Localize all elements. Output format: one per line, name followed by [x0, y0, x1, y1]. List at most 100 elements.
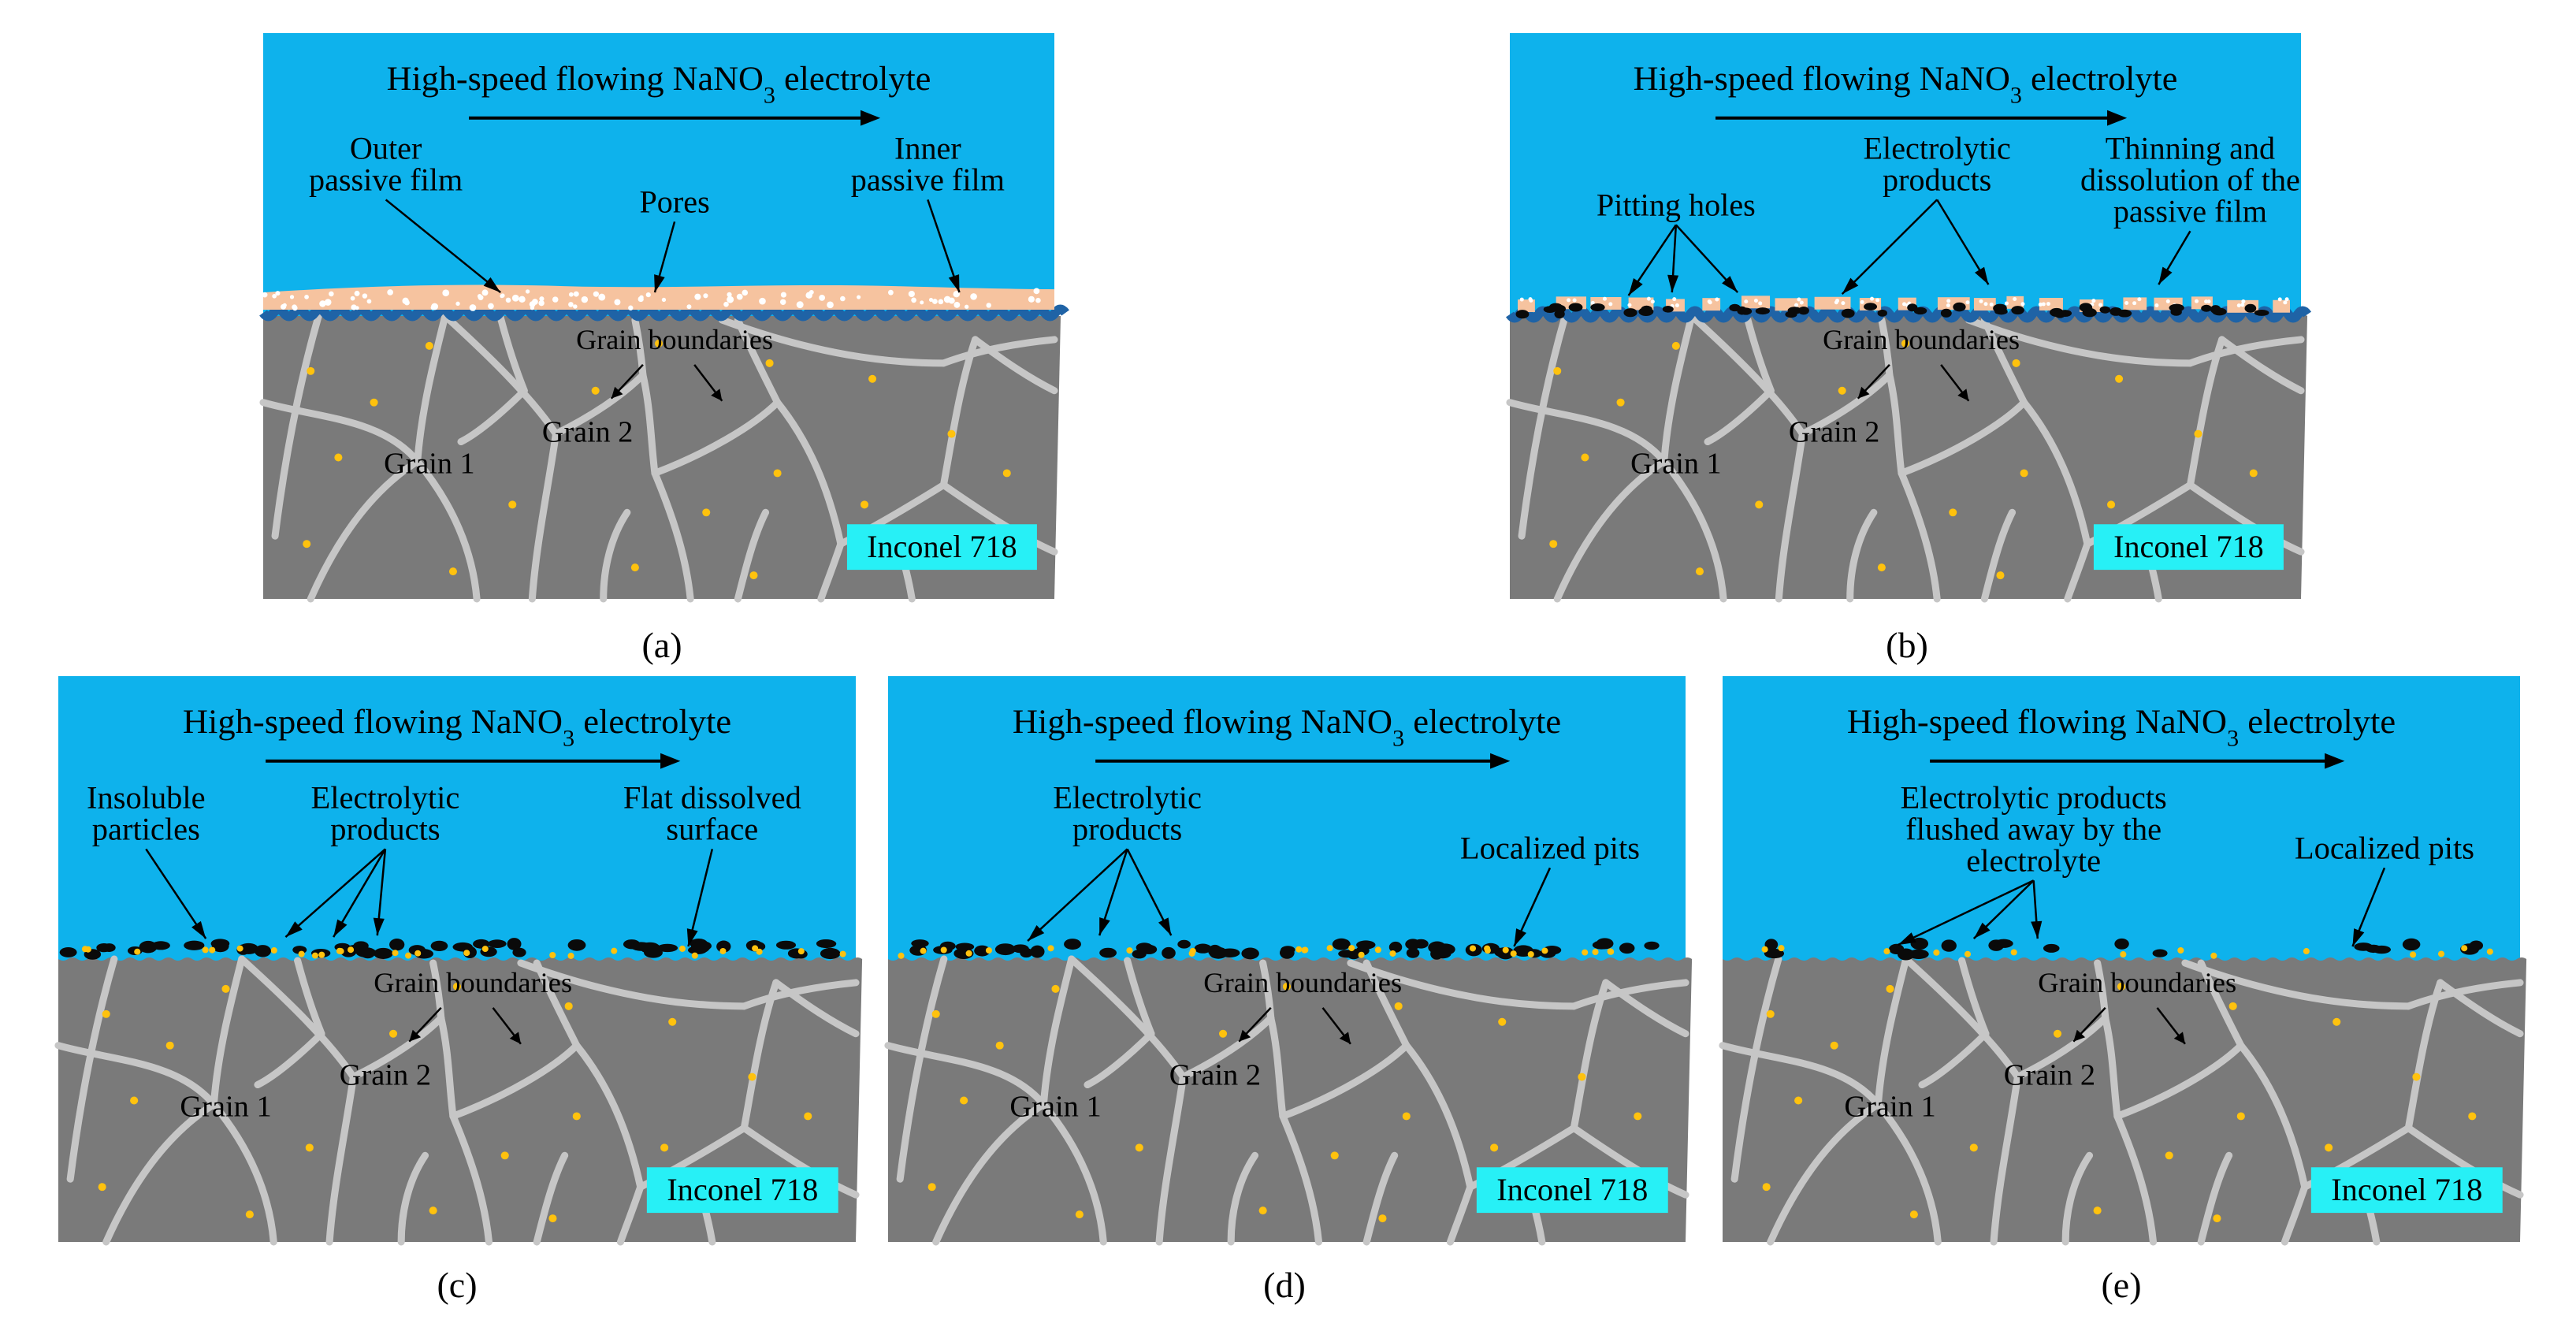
grain-boundary	[1155, 1073, 1187, 1246]
grain-boundary	[1660, 457, 1727, 603]
electrolytic-product	[1012, 944, 1029, 954]
grain-boundary	[1446, 1183, 1474, 1246]
precipitate-dot	[931, 1009, 940, 1018]
electrolytic-product	[1064, 939, 1081, 950]
grain-boundary	[2404, 1124, 2524, 1199]
pore	[1744, 299, 1749, 304]
pore	[1902, 302, 1907, 307]
grain-boundary	[1506, 399, 1668, 465]
precipitate-dot	[654, 339, 664, 348]
pore	[1860, 299, 1864, 304]
grain-boundary-arrow-head	[711, 389, 723, 401]
precipitate-dot	[927, 1183, 936, 1192]
pore	[1835, 299, 1840, 303]
precipitate-dot	[2093, 1206, 2102, 1215]
grain-boundary	[238, 955, 357, 1081]
material-label: Inconel 718	[867, 529, 1017, 564]
insoluble-particle	[719, 947, 727, 954]
material-label-box	[2093, 524, 2284, 571]
pore	[505, 297, 511, 303]
precipitate-dot	[960, 1096, 968, 1105]
grain-boundary-arrow-head	[509, 1032, 521, 1044]
precipitate-dot	[1755, 500, 1764, 509]
grain-boundary	[259, 399, 422, 465]
annotation-arrow	[284, 848, 386, 939]
pore	[1841, 301, 1846, 306]
precipitate-dot	[1498, 1017, 1507, 1026]
pore	[529, 301, 536, 307]
electrolytic-product	[955, 942, 975, 951]
electrolytic-product	[1434, 949, 1452, 959]
precipitate-dot	[1051, 984, 1060, 993]
grain-boundary	[449, 1042, 581, 1120]
annotation-label: Pores	[639, 184, 709, 219]
electrolytic-product	[1764, 948, 1785, 959]
electrolytic-product	[389, 939, 405, 951]
pore	[354, 290, 360, 296]
electrolytic-product	[1568, 303, 1583, 312]
grain-boundary	[307, 457, 422, 603]
insoluble-particle	[678, 945, 686, 952]
electrolytic-product	[2099, 306, 2111, 314]
panel-caption-c: (c)	[437, 1265, 478, 1305]
precipitate-dot	[1075, 1210, 1084, 1219]
grain-boundary	[1902, 955, 2021, 1081]
insoluble-particle	[611, 947, 618, 954]
pore	[2283, 300, 2288, 305]
pore	[350, 296, 355, 301]
insoluble-particle	[270, 947, 277, 954]
pore	[2137, 297, 2142, 302]
electrolytic-product	[408, 945, 426, 956]
pore	[1753, 298, 1758, 303]
grain-boundary-arrow-head	[1239, 1029, 1251, 1042]
precipitate-dot	[2412, 1073, 2421, 1081]
precipitate-dot	[1553, 366, 1562, 375]
electrolytic-product	[1406, 947, 1420, 958]
pore	[703, 293, 708, 299]
electrolytic-product	[1877, 309, 1887, 317]
panel-e-diagram: High-speed flowing NaNO3 electrolyteElec…	[1719, 676, 2527, 1246]
pore	[686, 304, 692, 310]
grain-boundary	[932, 1100, 1047, 1246]
electrolytic-product	[911, 939, 929, 948]
insoluble-particle	[348, 946, 355, 954]
insoluble-particle	[549, 952, 556, 958]
precipitate-dot	[303, 540, 311, 548]
pore	[1035, 297, 1041, 303]
precipitate-dot	[2236, 1112, 2245, 1121]
pore	[402, 297, 409, 304]
grain-2-label: Grain 2	[2004, 1059, 2095, 1092]
insoluble-particle	[839, 950, 846, 957]
pore	[488, 303, 494, 310]
grain-boundary	[552, 371, 647, 438]
electrolytic-product	[1515, 310, 1530, 319]
electrolytic-product	[1764, 939, 1779, 950]
precipitate-dot	[995, 1041, 1004, 1050]
precipitate-dot	[1490, 1143, 1499, 1152]
insoluble-particle	[797, 948, 805, 955]
electrolytic-product	[1241, 947, 1259, 960]
grain-boundary	[1179, 1014, 1275, 1081]
electrolytic-product	[1592, 940, 1611, 950]
material-label-box	[2310, 1167, 2503, 1214]
grain-boundary	[1068, 955, 1187, 1081]
electrolytic-product	[775, 940, 797, 950]
electrolytic-product	[2011, 306, 2024, 315]
flow-arrow-head	[660, 753, 681, 769]
pore	[292, 304, 297, 310]
pore	[481, 289, 489, 296]
precipitate-dot	[1877, 563, 1886, 572]
grain-boundary	[2197, 1151, 2233, 1246]
precipitate-dot	[305, 1143, 314, 1152]
electrolytic-product	[2210, 305, 2221, 314]
grain-boundary-arrow-head	[1957, 389, 1969, 401]
grain-boundary	[2061, 1151, 2094, 1246]
pore	[840, 296, 846, 302]
electrolytic-product	[1405, 939, 1421, 950]
flow-label: High-speed flowing NaNO3 electrolyte	[387, 59, 931, 108]
